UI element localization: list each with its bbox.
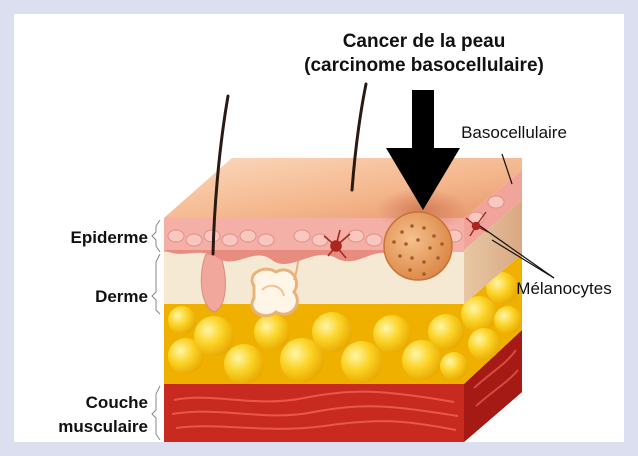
skin-cross-section-diagram: Cancer de la peau (carcinome basocellula… (14, 14, 624, 442)
dermis-bracket (152, 254, 160, 314)
label-muscle-line-1: Couche (86, 393, 148, 412)
diagram-frame: Cancer de la peau (carcinome basocellula… (14, 14, 624, 442)
epidermis-bracket (152, 220, 160, 252)
label-basal: Basocellulaire (461, 123, 567, 142)
muscle-bracket (152, 386, 160, 440)
layer-brackets (152, 220, 160, 440)
title-line-1: Cancer de la peau (343, 31, 506, 52)
label-dermis: Derme (95, 287, 148, 306)
label-epidermis: Epiderme (71, 228, 148, 247)
label-melanocytes: Mélanocytes (516, 279, 611, 298)
title-line-2: (carcinome basocellulaire) (304, 55, 544, 76)
tumor-basal-cell-carcinoma (384, 212, 452, 280)
label-muscle-line-2: musculaire (58, 417, 148, 436)
